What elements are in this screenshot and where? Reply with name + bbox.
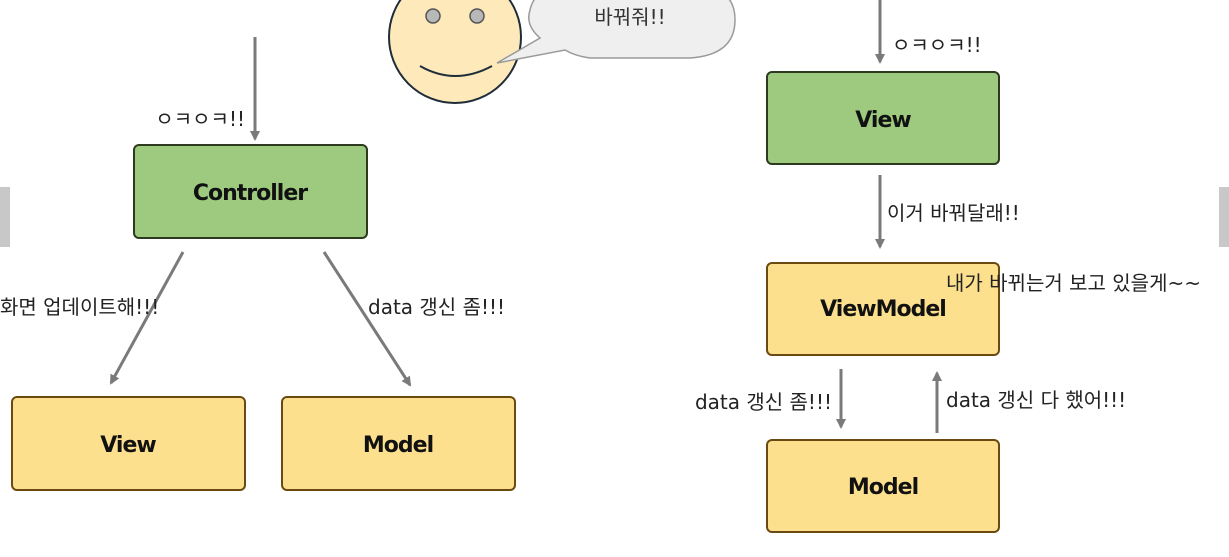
mvc-arrow-to-view xyxy=(109,251,185,385)
mvc-controller-label: Controller xyxy=(193,181,308,206)
mvc-to-model-label: data 갱신 좀!!! xyxy=(368,295,505,319)
mvvm-vm-to-model-label: data 갱신 좀!!! xyxy=(695,390,832,414)
mvvm-model-to-vm-label: data 갱신 다 했어!!! xyxy=(946,388,1126,412)
mvc-model-box: Model xyxy=(281,396,516,491)
speech-bubble: 바꿔줘!! xyxy=(496,0,736,64)
mvvm-model-box: Model xyxy=(766,439,1000,533)
mvc-model-label: Model xyxy=(363,433,433,458)
mvvm-model-label: Model xyxy=(848,475,918,500)
mvvm-input-label: ㅇㅋㅇㅋ!! xyxy=(892,33,982,57)
mvc-view-box: View xyxy=(11,396,246,491)
mvc-arrow-to-model xyxy=(322,251,412,387)
mvc-controller-box: Controller xyxy=(133,144,368,239)
mvc-view-label: View xyxy=(100,433,156,458)
mvc-input-label: ㅇㅋㅇㅋ!! xyxy=(155,107,245,131)
mvvm-view-box: View xyxy=(766,71,1000,165)
mvvm-view-to-vm-label: 이거 바꿔달래!! xyxy=(887,201,1020,225)
next-slide-handle[interactable] xyxy=(1219,187,1229,247)
mvvm-viewmodel-box: ViewModel xyxy=(766,262,1000,356)
prev-slide-handle[interactable] xyxy=(0,187,10,247)
smiley-face-icon xyxy=(388,0,522,104)
mvc-to-view-label: 화면 업데이트해!!! xyxy=(0,295,159,319)
speech-bubble-text: 바꿔줘!! xyxy=(594,5,665,29)
mvvm-observe-label: 내가 바뀌는거 보고 있을게~~ xyxy=(946,271,1201,295)
mvvm-viewmodel-label: ViewModel xyxy=(820,297,946,322)
mvvm-view-label: View xyxy=(855,108,911,133)
